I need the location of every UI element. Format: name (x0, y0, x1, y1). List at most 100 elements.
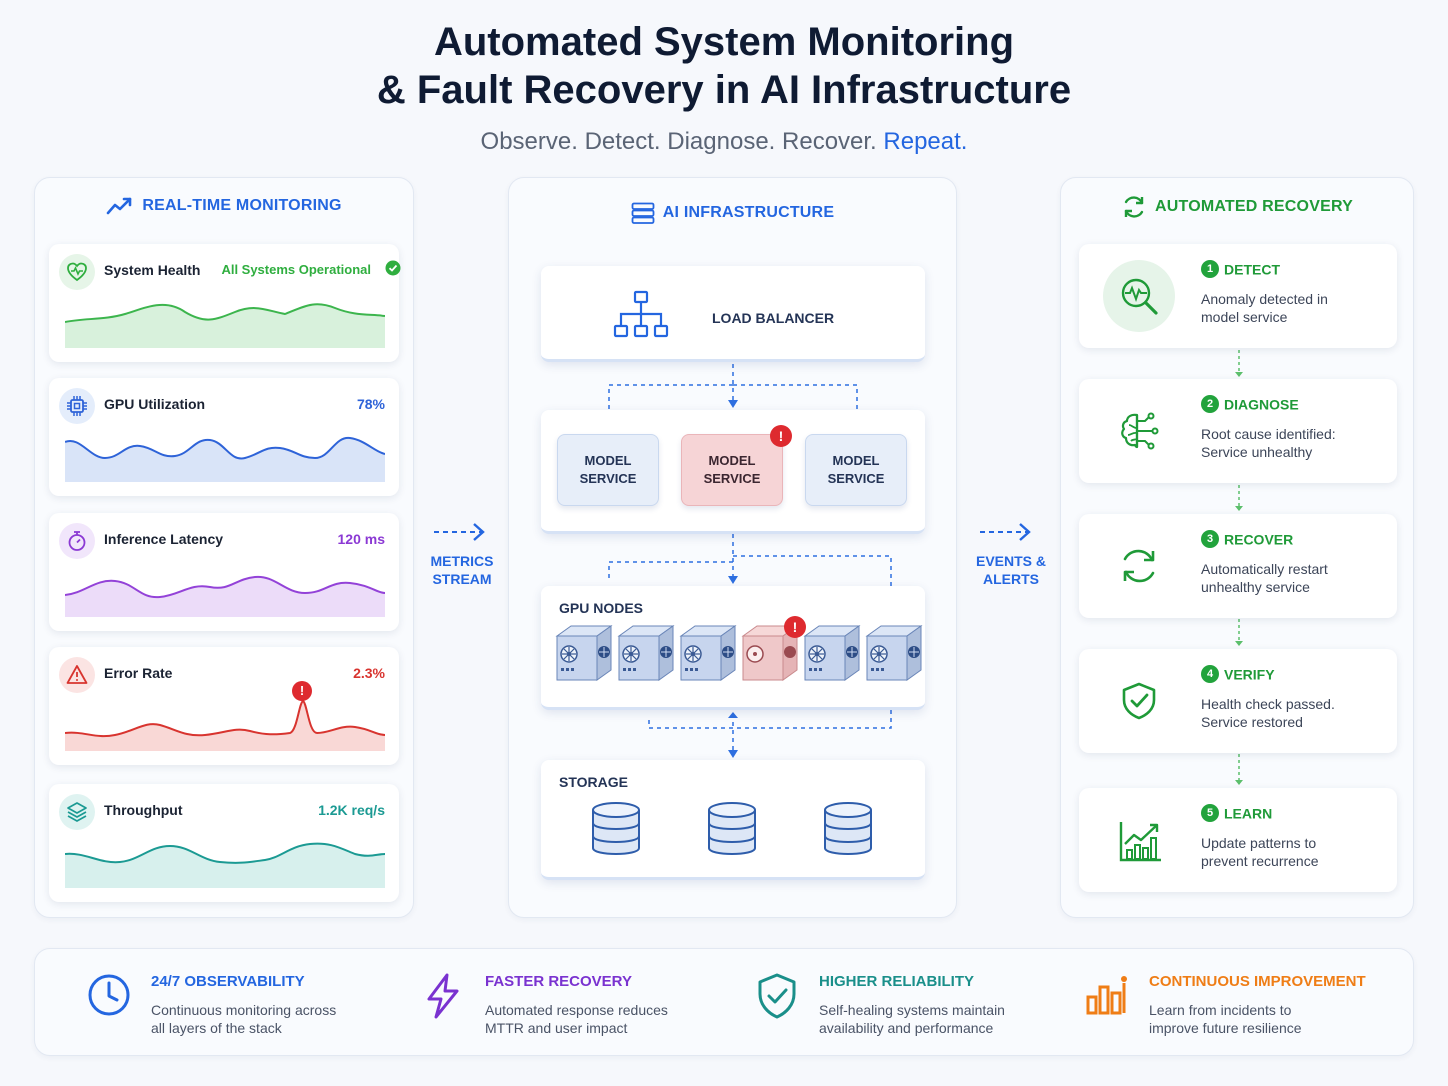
load-balancer-box[interactable]: LOAD BALANCER (541, 266, 925, 362)
metric-label: Throughput (104, 802, 183, 818)
brain-circuit-icon (1103, 395, 1175, 467)
step-title-text: VERIFY (1224, 666, 1275, 683)
benefit-description: Self-healing systems maintain availabili… (819, 1002, 1005, 1036)
chip-icon (59, 388, 95, 424)
trend-line-icon (107, 197, 132, 215)
gpu-alert-icon: ! (784, 616, 806, 638)
benefit-description: Automated response reduces MTTR and user… (485, 1002, 668, 1036)
storage-label: STORAGE (559, 774, 628, 790)
gpu-node-4-faulty (741, 625, 799, 681)
storage-databases (592, 802, 872, 855)
step-title-text: RECOVER (1224, 531, 1294, 548)
page-subtitle: Observe. Detect. Diagnose. Recover. Repe… (0, 128, 1448, 156)
bar-chart-icon (1086, 976, 1127, 1015)
throughput-sparkline (65, 842, 385, 888)
infrastructure-panel: AI INFRASTRUCTURE (508, 177, 957, 918)
recovery-step-connectors (1235, 350, 1243, 785)
metric-label: Inference Latency (104, 531, 224, 547)
step-title-text: DIAGNOSE (1224, 396, 1299, 413)
metric-card-system-health[interactable]: System Health All Systems Operational (49, 244, 401, 362)
step-number-badge: 1 (1201, 260, 1219, 279)
check-circle-icon (385, 260, 401, 276)
events-alerts-label: EVENTS & ALERTS (975, 553, 1046, 587)
step-number-badge: 5 (1201, 804, 1219, 823)
gpu-node-cubes (556, 625, 922, 681)
database-icon-3 (824, 802, 872, 855)
step-title: 2 DIAGNOSE (1201, 395, 1299, 414)
events-alerts-arrow (980, 523, 1031, 541)
recovery-step-learn[interactable]: 5 LEARN Update patterns to prevent recurr… (1079, 788, 1397, 892)
step-description: Automatically restart unhealthy service (1201, 561, 1328, 595)
step-title-text: LEARN (1224, 805, 1273, 822)
step-number-badge: 3 (1201, 530, 1219, 549)
recovery-step-diagnose[interactable]: 2 DIAGNOSE Root cause identified: Service… (1079, 379, 1397, 483)
benefits-bar: 24/7 OBSERVABILITY Continuous monitoring… (34, 948, 1414, 1056)
warning-icon (59, 657, 95, 693)
shield-check-icon (1103, 665, 1175, 737)
step-description: Anomaly detected in model service (1201, 291, 1328, 325)
step-title-text: DETECT (1224, 261, 1280, 278)
step-description: Root cause identified: Service unhealthy (1201, 426, 1336, 460)
model-service-1[interactable]: MODEL SERVICE (557, 434, 659, 506)
benefit-title: 24/7 OBSERVABILITY (151, 973, 305, 990)
model-service-2-faulty[interactable]: MODEL SERVICE (681, 434, 783, 506)
lightning-icon (427, 973, 459, 1019)
monitoring-panel: REAL-TIME MONITORING System Health All S… (34, 177, 414, 918)
step-title: 3 RECOVER (1201, 530, 1294, 549)
network-hierarchy-icon (613, 290, 669, 338)
layers-icon (59, 794, 95, 830)
step-description: Health check passed. Service restored (1201, 696, 1335, 730)
load-balancer-label: LOAD BALANCER (712, 310, 835, 326)
inference-latency-sparkline (65, 575, 385, 617)
metric-value: 2.3% (353, 665, 385, 681)
clock-icon (88, 974, 130, 1016)
recovery-step-detect[interactable]: 1 DETECT Anomaly detected in model servic… (1079, 244, 1397, 348)
gpu-nodes-box: GPU NODES (541, 586, 925, 710)
subtitle-text: Observe. Detect. Diagnose. Recover. (480, 128, 877, 155)
page-title-line-2: & Fault Recovery in AI Infrastructure (376, 68, 1072, 112)
step-description: Update patterns to prevent recurrence (1201, 835, 1319, 869)
metric-value: 78% (356, 396, 385, 412)
metrics-stream-label: METRICS STREAM (430, 553, 494, 587)
benefit-title: CONTINUOUS IMPROVEMENT (1149, 973, 1366, 990)
benefit-description: Learn from incidents to improve future r… (1149, 1002, 1302, 1036)
gpu-node-3 (680, 625, 736, 681)
shield-check-icon (758, 973, 796, 1019)
recovery-step-recover[interactable]: 3 RECOVER Automatically restart unhealthy… (1079, 514, 1397, 618)
gpu-node-6 (866, 625, 922, 681)
page-header: Automated System Monitoring & Fault Reco… (0, 18, 1448, 156)
metric-card-gpu-utilization[interactable]: GPU Utilization 78% (49, 378, 399, 496)
metric-card-error-rate[interactable]: Error Rate 2.3% ! (49, 647, 399, 765)
page-title-line-1: Automated System Monitoring (433, 20, 1015, 64)
growth-chart-icon (1103, 804, 1175, 876)
system-health-sparkline (65, 303, 385, 348)
storage-box: STORAGE (541, 760, 925, 880)
step-number-badge: 2 (1201, 395, 1219, 414)
error-spike-alert-icon: ! (292, 681, 312, 701)
model-services-box: MODEL SERVICE MODEL SERVICE ! MODEL SERV… (541, 410, 925, 534)
metric-value: 120 ms (337, 531, 385, 547)
metrics-stream-arrow (434, 523, 485, 541)
metric-label: Error Rate (104, 665, 173, 681)
subtitle-highlight: Repeat. (883, 128, 968, 155)
metric-card-inference-latency[interactable]: Inference Latency 120 ms (49, 513, 399, 631)
metric-label: System Health (104, 262, 201, 278)
magnifier-pulse-icon (1103, 260, 1175, 332)
benefit-title: FASTER RECOVERY (485, 973, 632, 990)
monitoring-heading-text: REAL-TIME MONITORING (142, 197, 342, 214)
metric-value: 1.2K req/s (318, 802, 385, 818)
stopwatch-icon (59, 523, 95, 559)
heart-pulse-icon (59, 254, 95, 290)
monitoring-heading: REAL-TIME MONITORING (35, 196, 413, 216)
metric-label: GPU Utilization (104, 396, 206, 412)
metric-card-throughput[interactable]: Throughput 1.2K req/s (49, 784, 399, 902)
refresh-icon (1103, 530, 1175, 602)
model-service-3[interactable]: MODEL SERVICE (805, 434, 907, 506)
gpu-nodes-label: GPU NODES (559, 600, 644, 616)
gpu-node-1 (556, 625, 612, 681)
infrastructure-heading: AI INFRASTRUCTURE (509, 202, 956, 224)
gpu-utilization-sparkline (65, 436, 385, 482)
